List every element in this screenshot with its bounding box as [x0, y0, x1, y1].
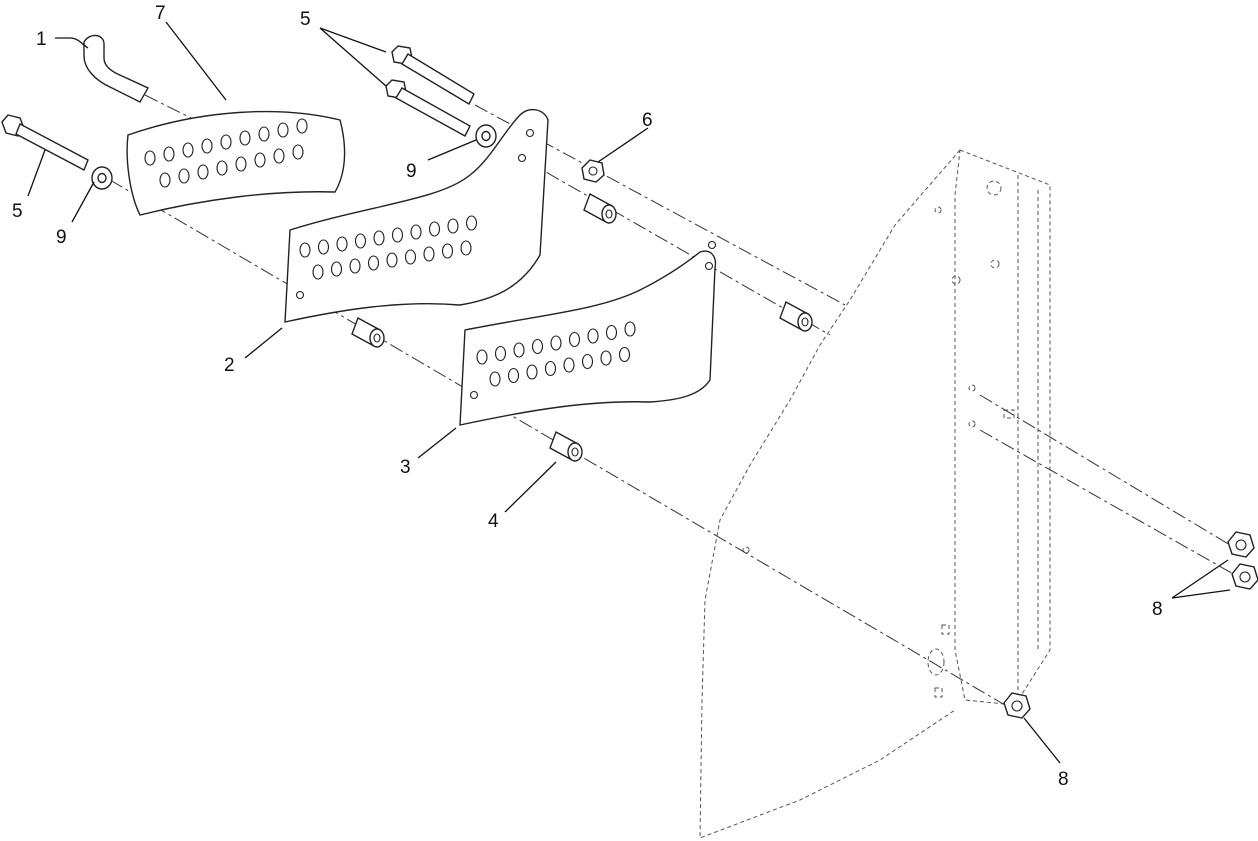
slot-hole	[296, 118, 308, 134]
part-8-nuts	[1003, 531, 1258, 719]
callout-leaders	[27, 21, 1231, 764]
slot-hole	[410, 224, 422, 240]
slot-hole	[144, 150, 156, 166]
mounting-hole	[707, 240, 717, 250]
slot-hole	[336, 236, 348, 252]
slot-hole	[494, 345, 507, 362]
slot-hole	[373, 230, 385, 246]
slot-hole	[526, 364, 538, 380]
slot-hole	[159, 172, 171, 188]
slot-hole	[507, 367, 520, 384]
callout-5-left: 5	[12, 201, 23, 222]
slot-hole	[404, 249, 417, 265]
slot-hole	[349, 258, 361, 274]
slot-hole	[182, 142, 194, 158]
mounting-hole	[295, 290, 305, 300]
slot-hole	[239, 130, 251, 146]
mounting-frame	[699, 149, 1051, 839]
slot-hole	[624, 321, 636, 337]
slot-hole	[531, 338, 544, 355]
slot-hole	[476, 349, 488, 365]
slot-hole	[354, 233, 367, 249]
part-5-bolts-top	[385, 45, 475, 137]
slot-hole	[254, 152, 266, 168]
mounting-hole	[517, 153, 527, 163]
callout-8-bottom: 8	[1058, 769, 1069, 790]
slot-hole	[550, 335, 562, 351]
part-1-pin	[83, 34, 149, 103]
slot-hole	[441, 243, 454, 259]
slot-hole	[386, 252, 398, 268]
slot-hole	[465, 215, 478, 231]
spacer-sleeve	[351, 316, 385, 348]
callout-2: 2	[224, 355, 235, 376]
slot-hole	[605, 324, 618, 341]
callout-1: 1	[36, 29, 47, 50]
slot-hole	[581, 353, 594, 370]
slot-hole	[460, 240, 472, 256]
slot-hole	[273, 148, 285, 164]
slot-hole	[312, 264, 324, 280]
spacer-sleeve	[583, 192, 617, 224]
slot-hole	[330, 261, 343, 277]
slot-hole	[277, 122, 289, 138]
slot-hole	[235, 156, 247, 172]
callout-6: 6	[642, 110, 653, 131]
slot-hole	[197, 164, 209, 180]
mounting-hole	[525, 128, 535, 138]
callout-9-left: 9	[56, 227, 67, 248]
slot-hole	[367, 255, 380, 271]
slot-hole	[489, 371, 501, 387]
slot-hole	[447, 218, 459, 234]
slot-hole	[317, 239, 330, 255]
slot-hole	[299, 242, 311, 258]
callout-4: 4	[488, 511, 499, 532]
slot-hole	[391, 227, 404, 243]
slot-hole	[563, 357, 575, 373]
spacer-sleeve	[779, 300, 813, 332]
slot-hole	[216, 160, 228, 176]
slot-hole	[220, 134, 232, 150]
mounting-hole	[704, 261, 714, 271]
part-6-nut	[581, 159, 605, 183]
plate-slot-holes	[144, 118, 717, 400]
part-5-bolt-left	[1, 114, 89, 171]
mounting-hole	[469, 390, 479, 400]
slot-hole	[587, 328, 599, 344]
spacer-sleeve	[549, 430, 583, 462]
slot-hole	[423, 246, 435, 262]
slot-hole	[201, 138, 213, 154]
slot-hole	[428, 221, 441, 237]
slot-hole	[568, 331, 581, 348]
slot-hole	[292, 144, 304, 160]
part-9-washers	[91, 124, 497, 190]
callout-8-right: 8	[1152, 599, 1163, 620]
callout-labels: 1 7 5 6 5 9 9 2 3 4 8 8	[12, 3, 1163, 790]
slot-hole	[258, 126, 270, 142]
slot-hole	[513, 342, 525, 358]
slot-hole	[600, 350, 612, 366]
callout-5-top: 5	[300, 9, 311, 30]
slot-hole	[544, 360, 557, 377]
slot-hole	[618, 346, 631, 363]
part-4-spacers	[351, 192, 813, 462]
callout-9-mid: 9	[406, 161, 417, 182]
slot-hole	[178, 168, 190, 184]
slot-hole	[163, 146, 175, 162]
callout-3: 3	[400, 457, 411, 478]
callout-7: 7	[155, 3, 166, 24]
